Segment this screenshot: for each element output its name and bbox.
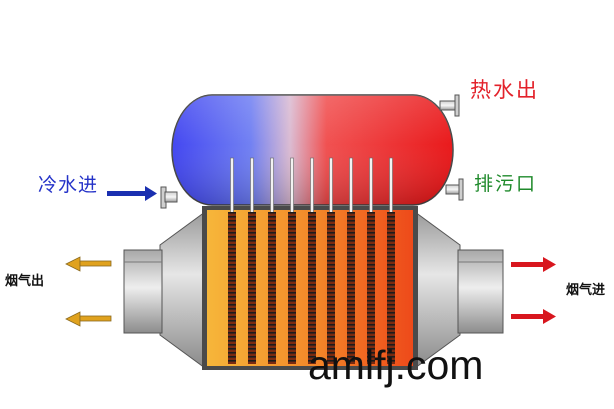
flue-gas-out-label: 烟气出 <box>5 274 45 289</box>
right-flue-transition <box>414 211 504 369</box>
flue-gas-in-label: 烟气进 <box>566 283 606 298</box>
water-drum <box>171 94 454 206</box>
hot-water-outlet-pipe <box>439 94 460 117</box>
flue-gas-in-arrow-lower <box>511 309 556 324</box>
cold-water-in-arrow <box>107 186 157 201</box>
heat-pipe <box>308 157 316 364</box>
heat-pipes <box>228 157 395 364</box>
heat-pipe <box>387 157 395 364</box>
drain-outlet-label: 排污口 <box>474 173 538 195</box>
heat-pipe <box>327 157 335 364</box>
cold-water-in-label: 冷水进 <box>38 174 99 196</box>
heat-pipe <box>288 157 296 364</box>
heat-pipe <box>248 157 256 364</box>
drain-outlet-pipe <box>445 178 464 201</box>
flue-gas-out-arrow-upper <box>65 256 112 272</box>
heat-pipe <box>367 157 375 364</box>
watermark-text: amlfj.com <box>308 342 484 388</box>
heat-pipe <box>228 157 236 364</box>
left-flue-transition <box>123 211 206 369</box>
flue-gas-in-arrow-upper <box>511 257 556 272</box>
heat-pipe <box>268 157 276 364</box>
heat-pipe <box>347 157 355 364</box>
flue-gas-out-arrow-lower <box>65 311 112 327</box>
hot-water-out-label: 热水出 <box>470 78 539 102</box>
cold-water-inlet-pipe <box>160 186 178 209</box>
